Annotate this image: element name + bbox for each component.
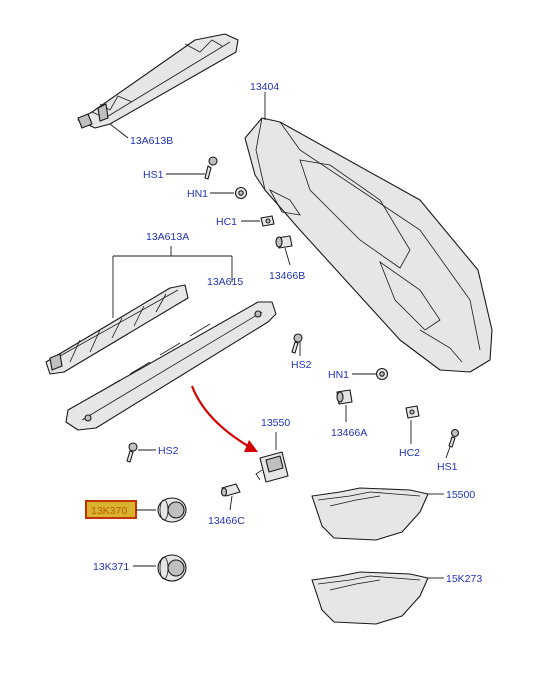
- leader-13A613A: [112, 246, 233, 318]
- connector-13550[interactable]: [255, 451, 289, 483]
- label-13K371[interactable]: 13K371: [93, 561, 129, 573]
- clip-HC2[interactable]: [405, 405, 420, 419]
- screw-HS1-top[interactable]: [204, 156, 218, 180]
- nut-HN1-top[interactable]: [234, 186, 248, 200]
- leader-13466B: [284, 247, 291, 266]
- label-15K273[interactable]: 15K273: [446, 573, 482, 585]
- highlight-box-13K370: [85, 500, 137, 519]
- label-HS1-right[interactable]: HS1: [437, 461, 458, 473]
- label-13A613B[interactable]: 13A613B: [130, 135, 173, 147]
- nut-HN1-right[interactable]: [375, 367, 389, 381]
- screw-HS1-right[interactable]: [448, 428, 460, 448]
- label-HN1-right[interactable]: HN1: [328, 369, 349, 381]
- leader-HS1-right: [445, 446, 451, 459]
- label-HS1-top[interactable]: HS1: [143, 169, 164, 181]
- grommet-13466B[interactable]: [275, 235, 293, 249]
- label-HS2-left[interactable]: HS2: [158, 445, 179, 457]
- label-15500[interactable]: 15500: [446, 489, 475, 501]
- label-13466B[interactable]: 13466B: [269, 270, 305, 282]
- label-13404[interactable]: 13404: [250, 81, 279, 93]
- label-HS2-right[interactable]: HS2: [291, 359, 312, 371]
- label-13466C[interactable]: 13466C: [208, 515, 245, 527]
- label-HN1-top[interactable]: HN1: [187, 188, 208, 200]
- screw-HS2-right[interactable]: [291, 333, 303, 354]
- socket-13K370[interactable]: [157, 497, 187, 523]
- indicator-arrow: [190, 385, 258, 452]
- lamp-15K273[interactable]: [311, 571, 429, 625]
- lamp-15500[interactable]: [311, 487, 429, 541]
- housing-13404[interactable]: [244, 117, 493, 373]
- leader-13466C: [229, 495, 233, 511]
- clip-HC1[interactable]: [260, 215, 275, 227]
- bracket-13A613B[interactable]: [77, 33, 239, 129]
- label-HC1[interactable]: HC1: [216, 216, 237, 228]
- label-HC2[interactable]: HC2: [399, 447, 420, 459]
- label-13K370[interactable]: 13K370: [91, 505, 127, 517]
- lens-13A615[interactable]: [65, 301, 277, 431]
- grommet-13466A[interactable]: [336, 389, 353, 405]
- leader-13A613B: [109, 123, 129, 139]
- socket-13K371[interactable]: [157, 554, 187, 582]
- label-13A613A[interactable]: 13A613A: [146, 231, 189, 243]
- label-13550[interactable]: 13550: [261, 417, 290, 429]
- label-13466A[interactable]: 13466A: [331, 427, 367, 439]
- bracket-13A613A[interactable]: [45, 284, 189, 375]
- grommet-13466C[interactable]: [220, 483, 241, 497]
- screw-HS2-left[interactable]: [126, 442, 138, 463]
- label-13A615[interactable]: 13A615: [207, 276, 243, 288]
